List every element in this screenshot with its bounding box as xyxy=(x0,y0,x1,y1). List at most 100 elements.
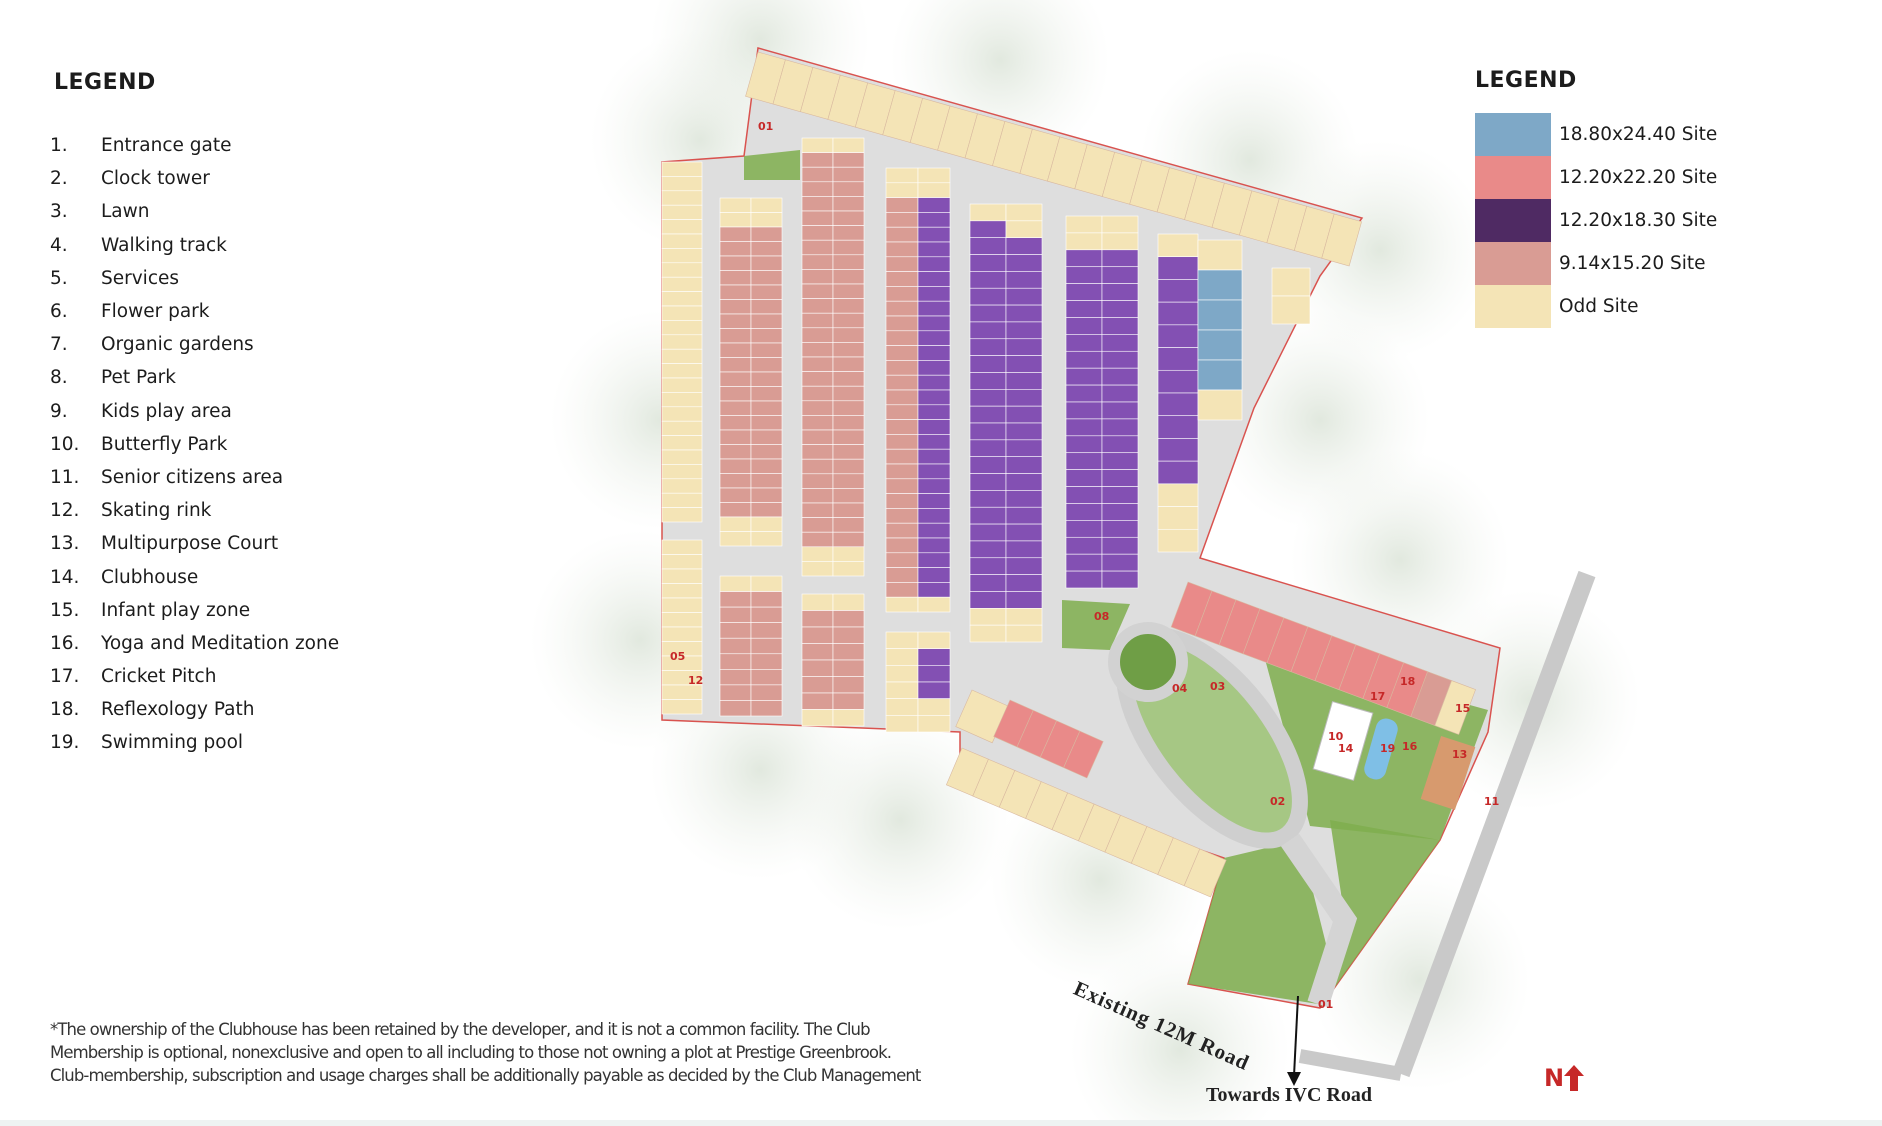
plot xyxy=(719,473,752,489)
plot xyxy=(801,531,834,548)
plot xyxy=(750,226,783,242)
plot xyxy=(969,557,1007,575)
color-swatch xyxy=(1475,242,1551,285)
legend-item: 6.Flower park xyxy=(50,295,339,328)
plot xyxy=(719,637,752,655)
plot xyxy=(1005,456,1043,474)
plot xyxy=(801,371,834,387)
plot xyxy=(885,256,919,272)
plot xyxy=(1197,359,1243,391)
plot xyxy=(969,439,1007,457)
plot xyxy=(832,254,865,270)
legend-item: 11.Senior citizens area xyxy=(50,461,339,494)
plot xyxy=(832,371,865,387)
plot xyxy=(1005,439,1043,457)
plot xyxy=(969,304,1007,323)
plot xyxy=(1065,435,1103,454)
legend-item: 12.Skating rink xyxy=(50,494,339,527)
plot xyxy=(1101,266,1139,284)
plot xyxy=(832,181,865,197)
plot xyxy=(801,385,834,402)
legend-item-label: Organic gardens xyxy=(101,334,254,356)
plot xyxy=(1005,338,1043,356)
plot xyxy=(832,473,865,489)
color-swatch xyxy=(1475,199,1551,242)
plot xyxy=(1005,237,1043,255)
plot xyxy=(832,593,865,611)
plot xyxy=(917,360,951,376)
plot xyxy=(801,196,834,212)
legend-item: 19.Swimming pool xyxy=(50,726,339,759)
legend-item-label: Services xyxy=(101,267,180,289)
plot xyxy=(719,415,752,431)
plot xyxy=(661,348,703,364)
plot xyxy=(832,269,865,285)
legend-item: 15.Infant play zone xyxy=(50,594,339,627)
plot xyxy=(750,591,783,608)
plot xyxy=(917,522,951,539)
plot xyxy=(917,389,951,406)
site-legend-label: 9.14x15.20 Site xyxy=(1559,253,1706,274)
site-legend-item: 18.80x24.40 Site xyxy=(1475,113,1717,156)
plot xyxy=(1157,324,1199,348)
plot xyxy=(661,507,703,523)
entrance-road xyxy=(1280,833,1358,1008)
plot xyxy=(801,210,834,226)
plot xyxy=(750,386,783,402)
plot xyxy=(801,659,834,677)
amenity-number-label: 15 xyxy=(1455,702,1470,715)
plot xyxy=(661,392,703,408)
plot xyxy=(661,262,703,278)
plot xyxy=(750,606,783,623)
plot xyxy=(1197,239,1243,271)
green-area xyxy=(744,150,800,180)
plot xyxy=(801,283,834,299)
plot xyxy=(1005,624,1043,643)
plot xyxy=(1065,536,1103,555)
plot xyxy=(661,204,703,220)
plot xyxy=(750,684,783,701)
amenity-number-label: 02 xyxy=(1270,795,1285,808)
plot xyxy=(1101,283,1139,301)
plot xyxy=(1101,469,1139,487)
plot xyxy=(1065,317,1103,335)
plot xyxy=(1005,473,1043,491)
plot xyxy=(801,327,834,343)
legend-item-number: 2. xyxy=(50,168,68,190)
plot xyxy=(969,389,1007,407)
plot xyxy=(719,226,752,242)
plot xyxy=(1065,486,1103,504)
plot xyxy=(1005,389,1043,407)
legend-item: 8.Pet Park xyxy=(50,361,339,394)
plot xyxy=(969,574,1007,592)
plot xyxy=(661,291,703,307)
plot xyxy=(750,516,783,532)
plot xyxy=(750,270,783,286)
plot xyxy=(1065,367,1103,386)
plot xyxy=(801,517,834,533)
plot xyxy=(661,554,703,570)
amenity-number-label: 19 xyxy=(1380,742,1395,755)
plot xyxy=(750,197,783,213)
plot xyxy=(1065,469,1103,487)
plot xyxy=(917,330,951,346)
plot xyxy=(885,493,919,509)
plot xyxy=(801,610,834,628)
amenity-number-label: 11 xyxy=(1484,795,1499,808)
legend-item: 13.Multipurpose Court xyxy=(50,527,339,560)
plot xyxy=(801,137,834,153)
plot xyxy=(801,502,834,518)
site-legend-label: 12.20x22.20 Site xyxy=(1559,167,1718,188)
legend-item-number: 10. xyxy=(50,433,80,455)
plot xyxy=(1005,372,1043,390)
plot xyxy=(1197,329,1243,361)
plot xyxy=(969,287,1007,306)
plot xyxy=(661,435,703,451)
plot xyxy=(801,709,834,727)
plot xyxy=(1065,503,1103,521)
plot xyxy=(969,523,1007,542)
plot xyxy=(832,488,865,504)
amenity-number-label: 04 xyxy=(1172,682,1188,695)
legend-item-number: 14. xyxy=(50,566,80,588)
plot xyxy=(750,637,783,655)
